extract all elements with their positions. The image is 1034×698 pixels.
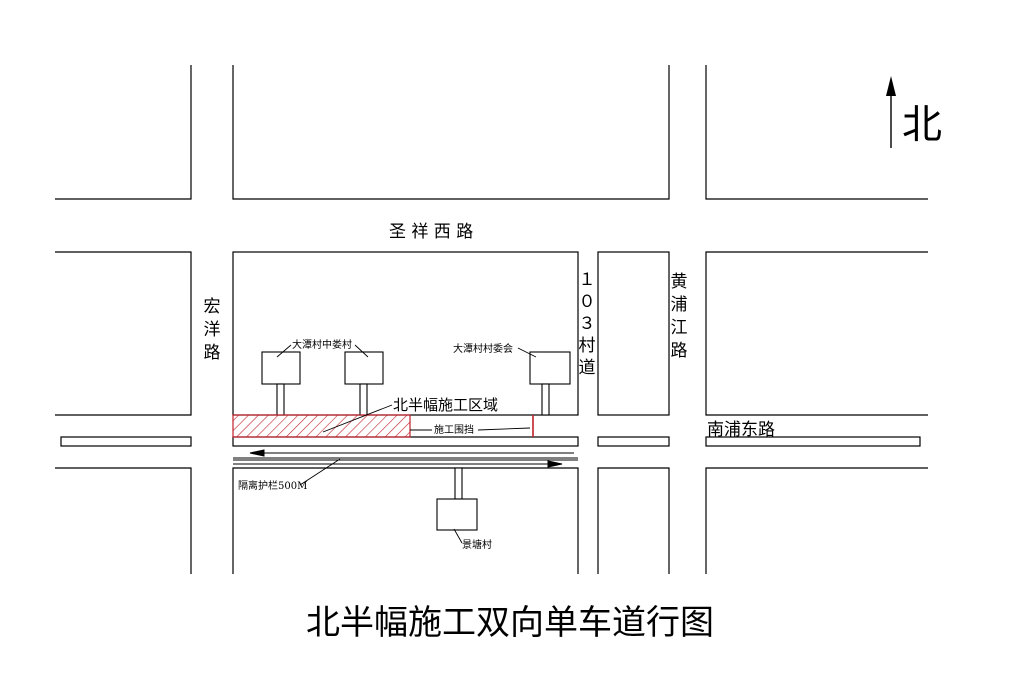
road-name-south-east: 南浦东路 bbox=[707, 420, 775, 440]
road-name-east: 黄浦江路 bbox=[671, 272, 688, 361]
leader-jingtang bbox=[453, 528, 463, 544]
compass: 北 bbox=[886, 76, 942, 148]
block-top-center bbox=[232, 65, 670, 200]
block-mid-right bbox=[705, 251, 928, 416]
compass-label: 北 bbox=[902, 102, 942, 148]
block-top-right bbox=[705, 65, 928, 200]
block-bottom-left bbox=[55, 467, 192, 574]
leader-fence-right bbox=[477, 427, 531, 431]
label-barrier: 隔离护栏500M bbox=[238, 479, 307, 492]
road-name-west: 宏洋路 bbox=[204, 297, 221, 363]
leader-village-right bbox=[517, 347, 537, 358]
road-name-103: １０３村道 bbox=[579, 270, 596, 378]
middle-blocks bbox=[55, 251, 928, 416]
block-bottom-center bbox=[232, 467, 579, 574]
leader-village-left-a bbox=[276, 344, 292, 358]
building-right bbox=[529, 351, 571, 416]
leader-work-zone bbox=[322, 404, 393, 433]
building-jingtang bbox=[436, 467, 478, 531]
leader-barrier bbox=[299, 458, 341, 486]
label-village-left: 大潭村中娄村 bbox=[292, 338, 352, 351]
work-zone-hatched bbox=[232, 414, 411, 438]
label-jingtang: 景塘村 bbox=[462, 538, 492, 551]
traffic-flow bbox=[233, 449, 578, 468]
median-strips bbox=[60, 436, 921, 447]
building-left-1 bbox=[261, 351, 301, 416]
block-mid-left bbox=[55, 251, 192, 416]
label-fence: 施工围挡 bbox=[434, 423, 474, 436]
block-mid-center bbox=[232, 251, 579, 416]
block-mid-narrow bbox=[597, 251, 670, 416]
leader-village-left-b bbox=[354, 344, 369, 358]
median-right bbox=[705, 436, 921, 447]
bottom-blocks bbox=[55, 467, 928, 574]
eastbound-arrow-icon bbox=[547, 460, 563, 468]
road-name-north: 圣 祥 西 路 bbox=[389, 222, 473, 242]
median-narrow bbox=[597, 436, 670, 447]
top-blocks bbox=[55, 65, 928, 200]
block-bottom-narrow bbox=[597, 467, 670, 574]
median-left bbox=[60, 436, 192, 447]
block-bottom-right bbox=[705, 467, 928, 574]
westbound-arrow-icon bbox=[249, 449, 265, 457]
label-work-zone: 北半幅施工区域 bbox=[393, 396, 498, 414]
median-center bbox=[232, 436, 579, 447]
diagram-title: 北半幅施工双向单车道行图 bbox=[306, 603, 714, 643]
block-top-left bbox=[55, 65, 192, 200]
label-village-right: 大潭村村委会 bbox=[453, 342, 513, 355]
north-arrow-head-icon bbox=[886, 76, 896, 96]
building-left-2 bbox=[344, 351, 384, 416]
